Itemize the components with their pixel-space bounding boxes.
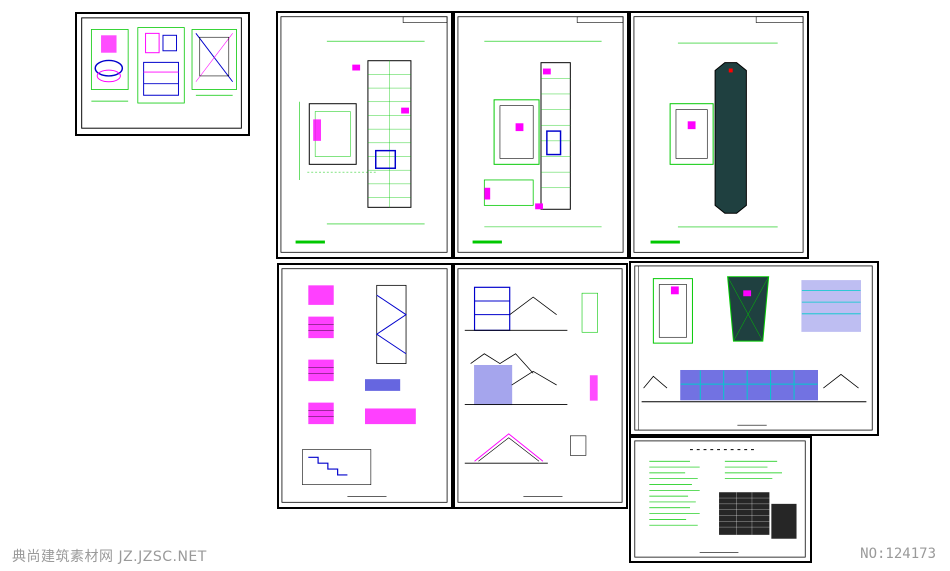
sheet-floor-plan-2[interactable] bbox=[453, 11, 629, 259]
overview-drawing bbox=[81, 17, 242, 129]
sheet-floor-plan-1[interactable] bbox=[276, 11, 453, 259]
floor-plan-1-drawing bbox=[280, 16, 448, 253]
roof-plan-drawing bbox=[633, 16, 804, 253]
sheet-overview[interactable] bbox=[75, 12, 250, 136]
design-notes-drawing bbox=[634, 440, 806, 558]
sections-drawing bbox=[457, 268, 623, 503]
sheet-elevations[interactable] bbox=[629, 261, 879, 436]
watermark-site-text: 典尚建筑素材网 JZ.JZSC.NET bbox=[12, 549, 207, 565]
watermark-id-text: NO:124173 bbox=[860, 546, 936, 562]
stair-details-drawing bbox=[281, 268, 448, 503]
elevations-drawing bbox=[634, 265, 873, 431]
sheet-roof-plan[interactable] bbox=[629, 11, 809, 259]
floor-plan-2-drawing bbox=[457, 16, 624, 253]
sheet-sections[interactable] bbox=[453, 263, 628, 509]
sheet-stair-details[interactable] bbox=[277, 263, 453, 509]
sheet-design-notes[interactable] bbox=[629, 436, 812, 563]
